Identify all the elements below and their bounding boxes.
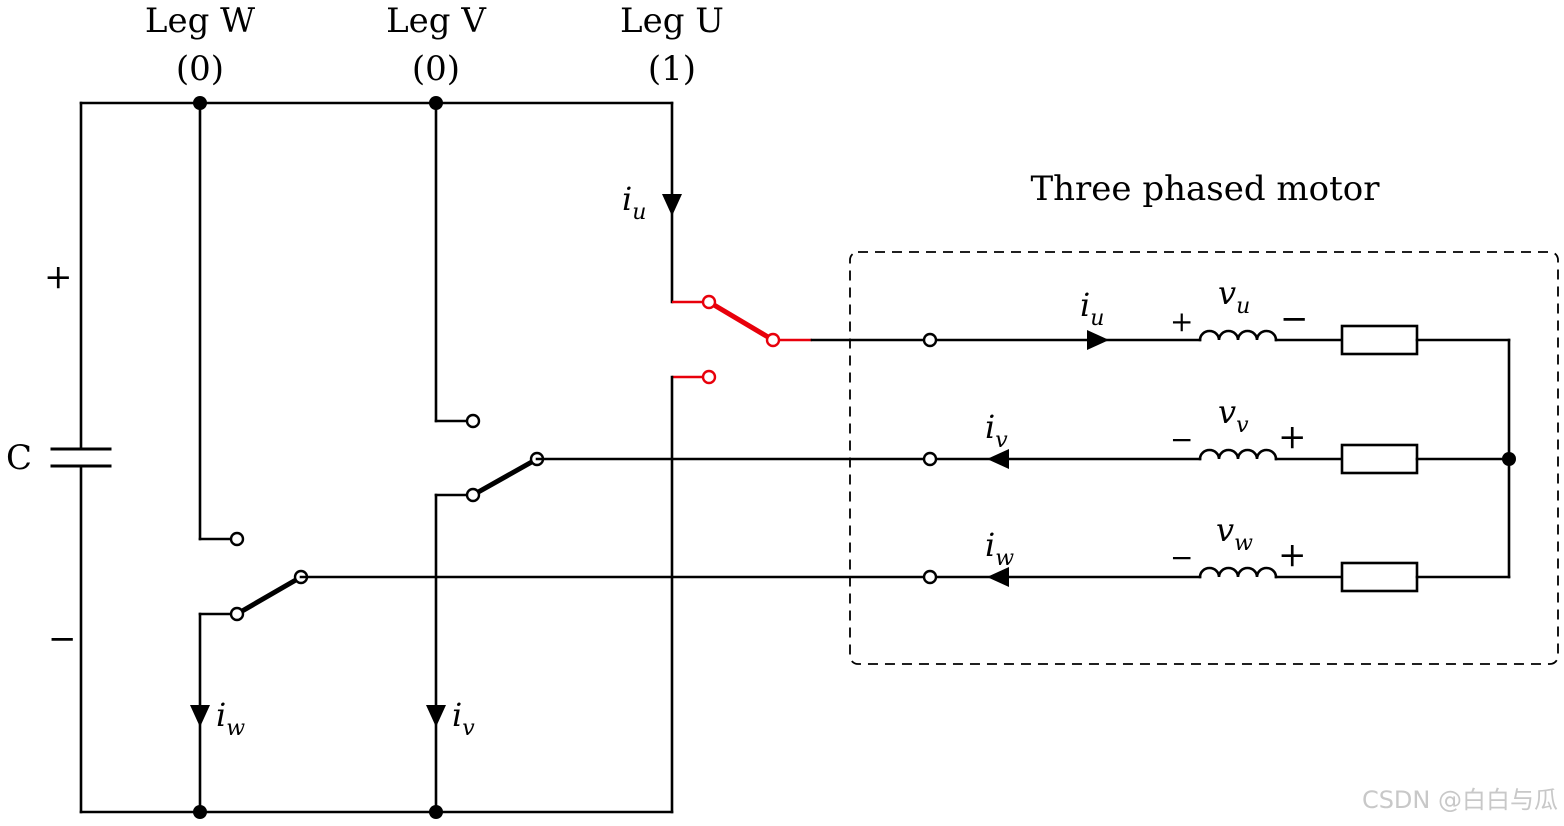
leg-v-label: Leg V bbox=[386, 1, 487, 41]
phase-w-plus-sign: + bbox=[1278, 535, 1307, 575]
motor-title: Three phased motor bbox=[1030, 169, 1380, 209]
motor-phase-v-current-label: iv bbox=[985, 408, 1008, 453]
motor-phase-w bbox=[922, 561, 1511, 593]
motor-boundary bbox=[849, 251, 1559, 665]
capacitor-minus-sign: − bbox=[48, 619, 77, 659]
motor-phase-w-voltage-label: vw bbox=[1216, 511, 1253, 556]
leg-u-current-arrow bbox=[662, 194, 682, 216]
motor-phase-w-current-arrow bbox=[987, 567, 1009, 587]
leg-v-current-label: iv bbox=[452, 696, 475, 741]
leg-w-label: Leg W bbox=[145, 1, 255, 41]
leg-u-label: Leg U bbox=[620, 1, 724, 41]
phase-u-minus-sign: − bbox=[1280, 299, 1309, 339]
capacitor bbox=[50, 101, 112, 814]
leg-u-state: (1) bbox=[648, 49, 696, 89]
leg-v-switch bbox=[434, 101, 545, 814]
leg-u-switch bbox=[670, 101, 812, 814]
phase-w-minus-sign: − bbox=[1170, 541, 1193, 574]
junction-dot bbox=[193, 805, 207, 819]
leg-w-current-arrow bbox=[190, 705, 210, 727]
motor-phase-u-voltage-label: vu bbox=[1218, 274, 1250, 319]
motor-phase-v-current-arrow bbox=[987, 449, 1009, 469]
junction-dot bbox=[429, 96, 443, 110]
junction-dot bbox=[193, 96, 207, 110]
motor-phase-u-current-label: iu bbox=[1080, 286, 1104, 331]
leg-w-state: (0) bbox=[176, 49, 224, 89]
leg-v-state: (0) bbox=[412, 49, 460, 89]
capacitor-plus-sign: + bbox=[44, 257, 73, 297]
phase-v-plus-sign: + bbox=[1278, 417, 1307, 457]
motor-phase-v bbox=[922, 443, 1511, 475]
phase-v-minus-sign: − bbox=[1170, 423, 1193, 456]
motor-phase-w-current-label: iw bbox=[985, 526, 1014, 571]
motor-phase-u-current-arrow bbox=[1087, 330, 1109, 350]
leg-v-current-arrow bbox=[426, 705, 446, 727]
leg-w-current-label: iw bbox=[216, 696, 245, 741]
watermark: CSDN @白白与瓜 bbox=[1362, 786, 1558, 814]
phase-u-plus-sign: + bbox=[1170, 305, 1193, 338]
leg-u-current-label: iu bbox=[622, 180, 646, 225]
motor-phase-u bbox=[922, 324, 1511, 579]
junction-dot bbox=[429, 805, 443, 819]
capacitor-label: C bbox=[6, 438, 32, 478]
motor-phase-v-voltage-label: vv bbox=[1218, 393, 1249, 438]
star-point-dot bbox=[1502, 452, 1516, 466]
leg-w-switch bbox=[198, 101, 309, 814]
